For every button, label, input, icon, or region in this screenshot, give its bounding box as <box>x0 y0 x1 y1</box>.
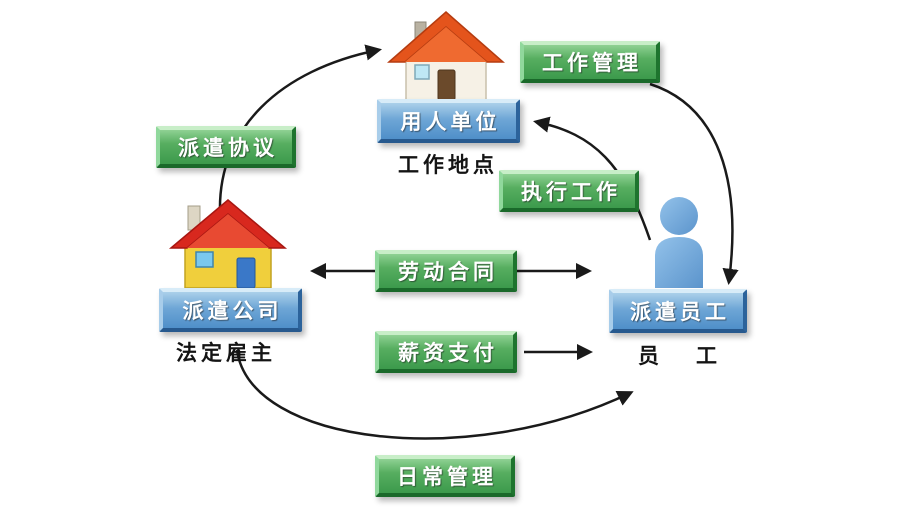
house-icon <box>168 196 288 292</box>
house-icon-graphic <box>387 11 505 101</box>
arrow-execute-work <box>533 116 652 241</box>
caption-employee: 员 工 <box>638 345 725 368</box>
label-work-management: 工作管理 <box>520 41 660 83</box>
node-dispatch-company: 派遣公司 <box>159 288 302 332</box>
label-daily-management: 日常管理 <box>375 455 515 497</box>
house-icon-graphic <box>168 199 288 289</box>
house-icon <box>383 8 508 103</box>
label-labor-contract: 劳动合同 <box>375 250 517 292</box>
node-employing-unit: 用人单位 <box>377 99 520 143</box>
caption-legal-employer: 法定雇主 <box>176 342 276 365</box>
caption-work-site: 工作地点 <box>398 154 498 177</box>
label-dispatch-agreement: 派遣协议 <box>156 126 296 168</box>
arrow-dispatch-agreement <box>218 44 382 213</box>
arrow-daily-management <box>235 349 634 440</box>
node-dispatched-employee: 派遣员工 <box>609 289 747 333</box>
arrow-work-management <box>649 82 739 286</box>
person-icon <box>650 196 708 288</box>
person-icon-graphic <box>655 197 703 288</box>
label-salary-payment: 薪资支付 <box>375 331 517 373</box>
label-execute-work: 执行工作 <box>499 170 639 212</box>
